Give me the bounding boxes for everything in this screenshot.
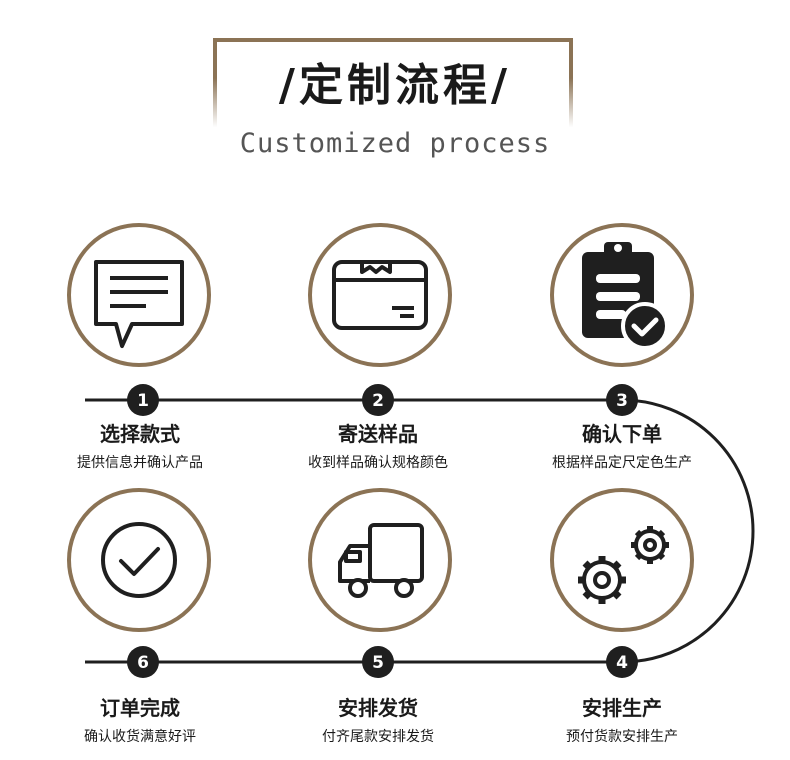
page-title: /定制流程/ bbox=[278, 60, 512, 111]
step-6-number: 6 bbox=[137, 653, 149, 673]
step-4-circle bbox=[550, 488, 694, 632]
step-1-title: 选择款式 bbox=[100, 422, 180, 446]
step-3-title: 确认下单 bbox=[582, 422, 662, 446]
step-5-badge: 5 bbox=[362, 646, 394, 678]
step-2-number: 2 bbox=[372, 391, 384, 411]
step-5-title: 安排发货 bbox=[338, 696, 418, 720]
step-4-desc: 预付货款安排生产 bbox=[566, 729, 678, 745]
step-5-desc: 付齐尾款安排发货 bbox=[322, 729, 434, 745]
title-frame bbox=[213, 38, 573, 136]
step-1-badge: 1 bbox=[127, 384, 159, 416]
step-3-badge: 3 bbox=[606, 384, 638, 416]
clipboard-check-icon bbox=[582, 242, 669, 350]
step-6-desc: 确认收货满意好评 bbox=[84, 729, 196, 745]
chat-list-icon bbox=[94, 260, 184, 348]
step-6-badge: 6 bbox=[127, 646, 159, 678]
step-1-desc: 提供信息并确认产品 bbox=[77, 455, 203, 471]
checkmark-circle-icon bbox=[101, 522, 177, 598]
step-5-number: 5 bbox=[372, 653, 384, 673]
step-1-circle bbox=[67, 223, 211, 367]
header: /定制流程/ Customized process bbox=[0, 0, 790, 170]
step-2-title: 寄送样品 bbox=[338, 422, 418, 446]
step-4-badge: 4 bbox=[606, 646, 638, 678]
step-4-number: 4 bbox=[616, 653, 628, 673]
step-1-number: 1 bbox=[137, 391, 149, 411]
step-4-title: 安排生产 bbox=[582, 696, 662, 720]
page-subtitle: Customized process bbox=[239, 128, 551, 159]
step-2-badge: 2 bbox=[362, 384, 394, 416]
step-5-circle bbox=[308, 488, 452, 632]
step-6-circle bbox=[67, 488, 211, 632]
gears-icon bbox=[578, 526, 669, 604]
flow-line bbox=[85, 398, 755, 664]
delivery-truck-icon bbox=[338, 523, 424, 598]
step-3-desc: 根据样品定尺定色生产 bbox=[552, 455, 692, 471]
step-3-number: 3 bbox=[616, 391, 628, 411]
step-2-circle bbox=[308, 223, 452, 367]
package-box-icon bbox=[332, 260, 428, 330]
step-6-title: 订单完成 bbox=[100, 696, 180, 720]
step-2-desc: 收到样品确认规格颜色 bbox=[308, 455, 448, 471]
